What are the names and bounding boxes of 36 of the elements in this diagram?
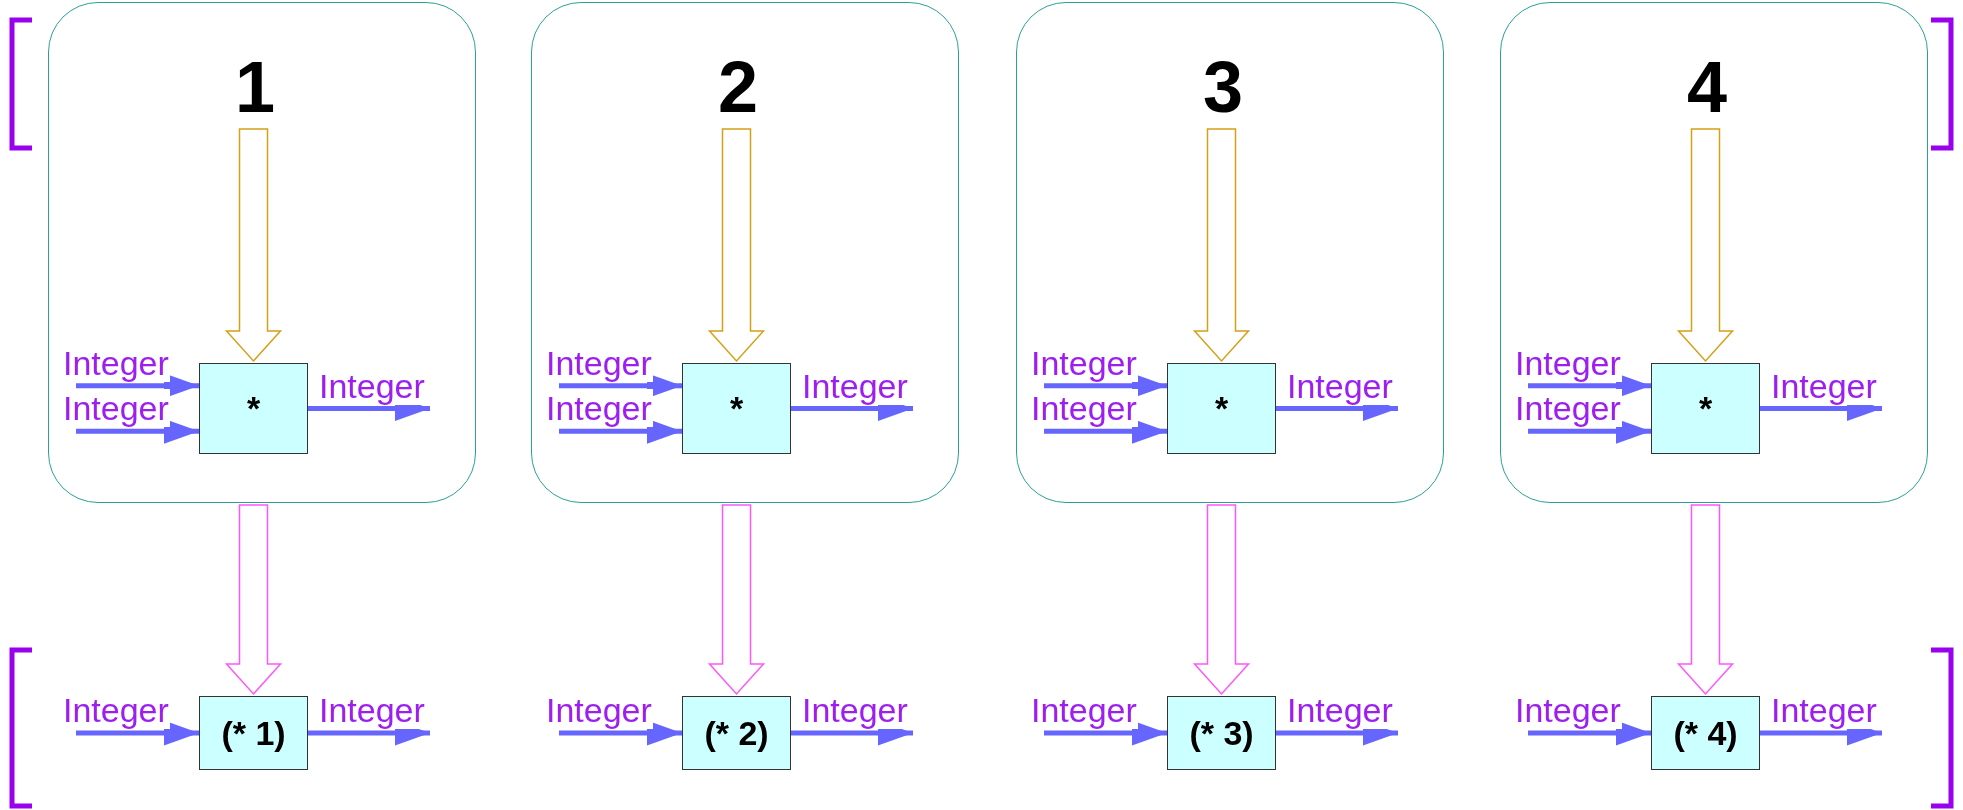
step-number: 1 (220, 47, 290, 127)
function-box: * (1651, 363, 1760, 454)
arrow (76, 373, 199, 399)
arrow (1528, 720, 1651, 746)
arrow (1044, 418, 1167, 444)
arrow (1044, 373, 1167, 399)
arrow (559, 418, 682, 444)
arrow (559, 373, 682, 399)
function-box: * (682, 363, 791, 454)
hollow-arrow (1676, 504, 1735, 696)
rounded-panel (531, 2, 959, 503)
hollow-arrow (224, 504, 283, 696)
arrow (76, 720, 199, 746)
function-box: (* 4) (1651, 696, 1760, 770)
hollow-arrow (1192, 504, 1251, 696)
hollow-arrow (224, 128, 283, 363)
function-box: (* 2) (682, 696, 791, 770)
function-box: (* 1) (199, 696, 308, 770)
hollow-arrow (1192, 128, 1251, 363)
arrow (559, 720, 682, 746)
arrow (76, 418, 199, 444)
rounded-panel (48, 2, 476, 503)
arrow (1528, 418, 1651, 444)
step-number: 3 (1188, 47, 1258, 127)
function-box: * (199, 363, 308, 454)
arrow (1044, 720, 1167, 746)
function-box: (* 3) (1167, 696, 1276, 770)
step-number: 4 (1672, 47, 1742, 127)
rounded-panel (1500, 2, 1928, 503)
hollow-arrow (1676, 128, 1735, 363)
hollow-arrow (707, 504, 766, 696)
arrow (1528, 373, 1651, 399)
hollow-arrow (707, 128, 766, 363)
step-number: 2 (703, 47, 773, 127)
function-box: * (1167, 363, 1276, 454)
rounded-panel (1016, 2, 1444, 503)
